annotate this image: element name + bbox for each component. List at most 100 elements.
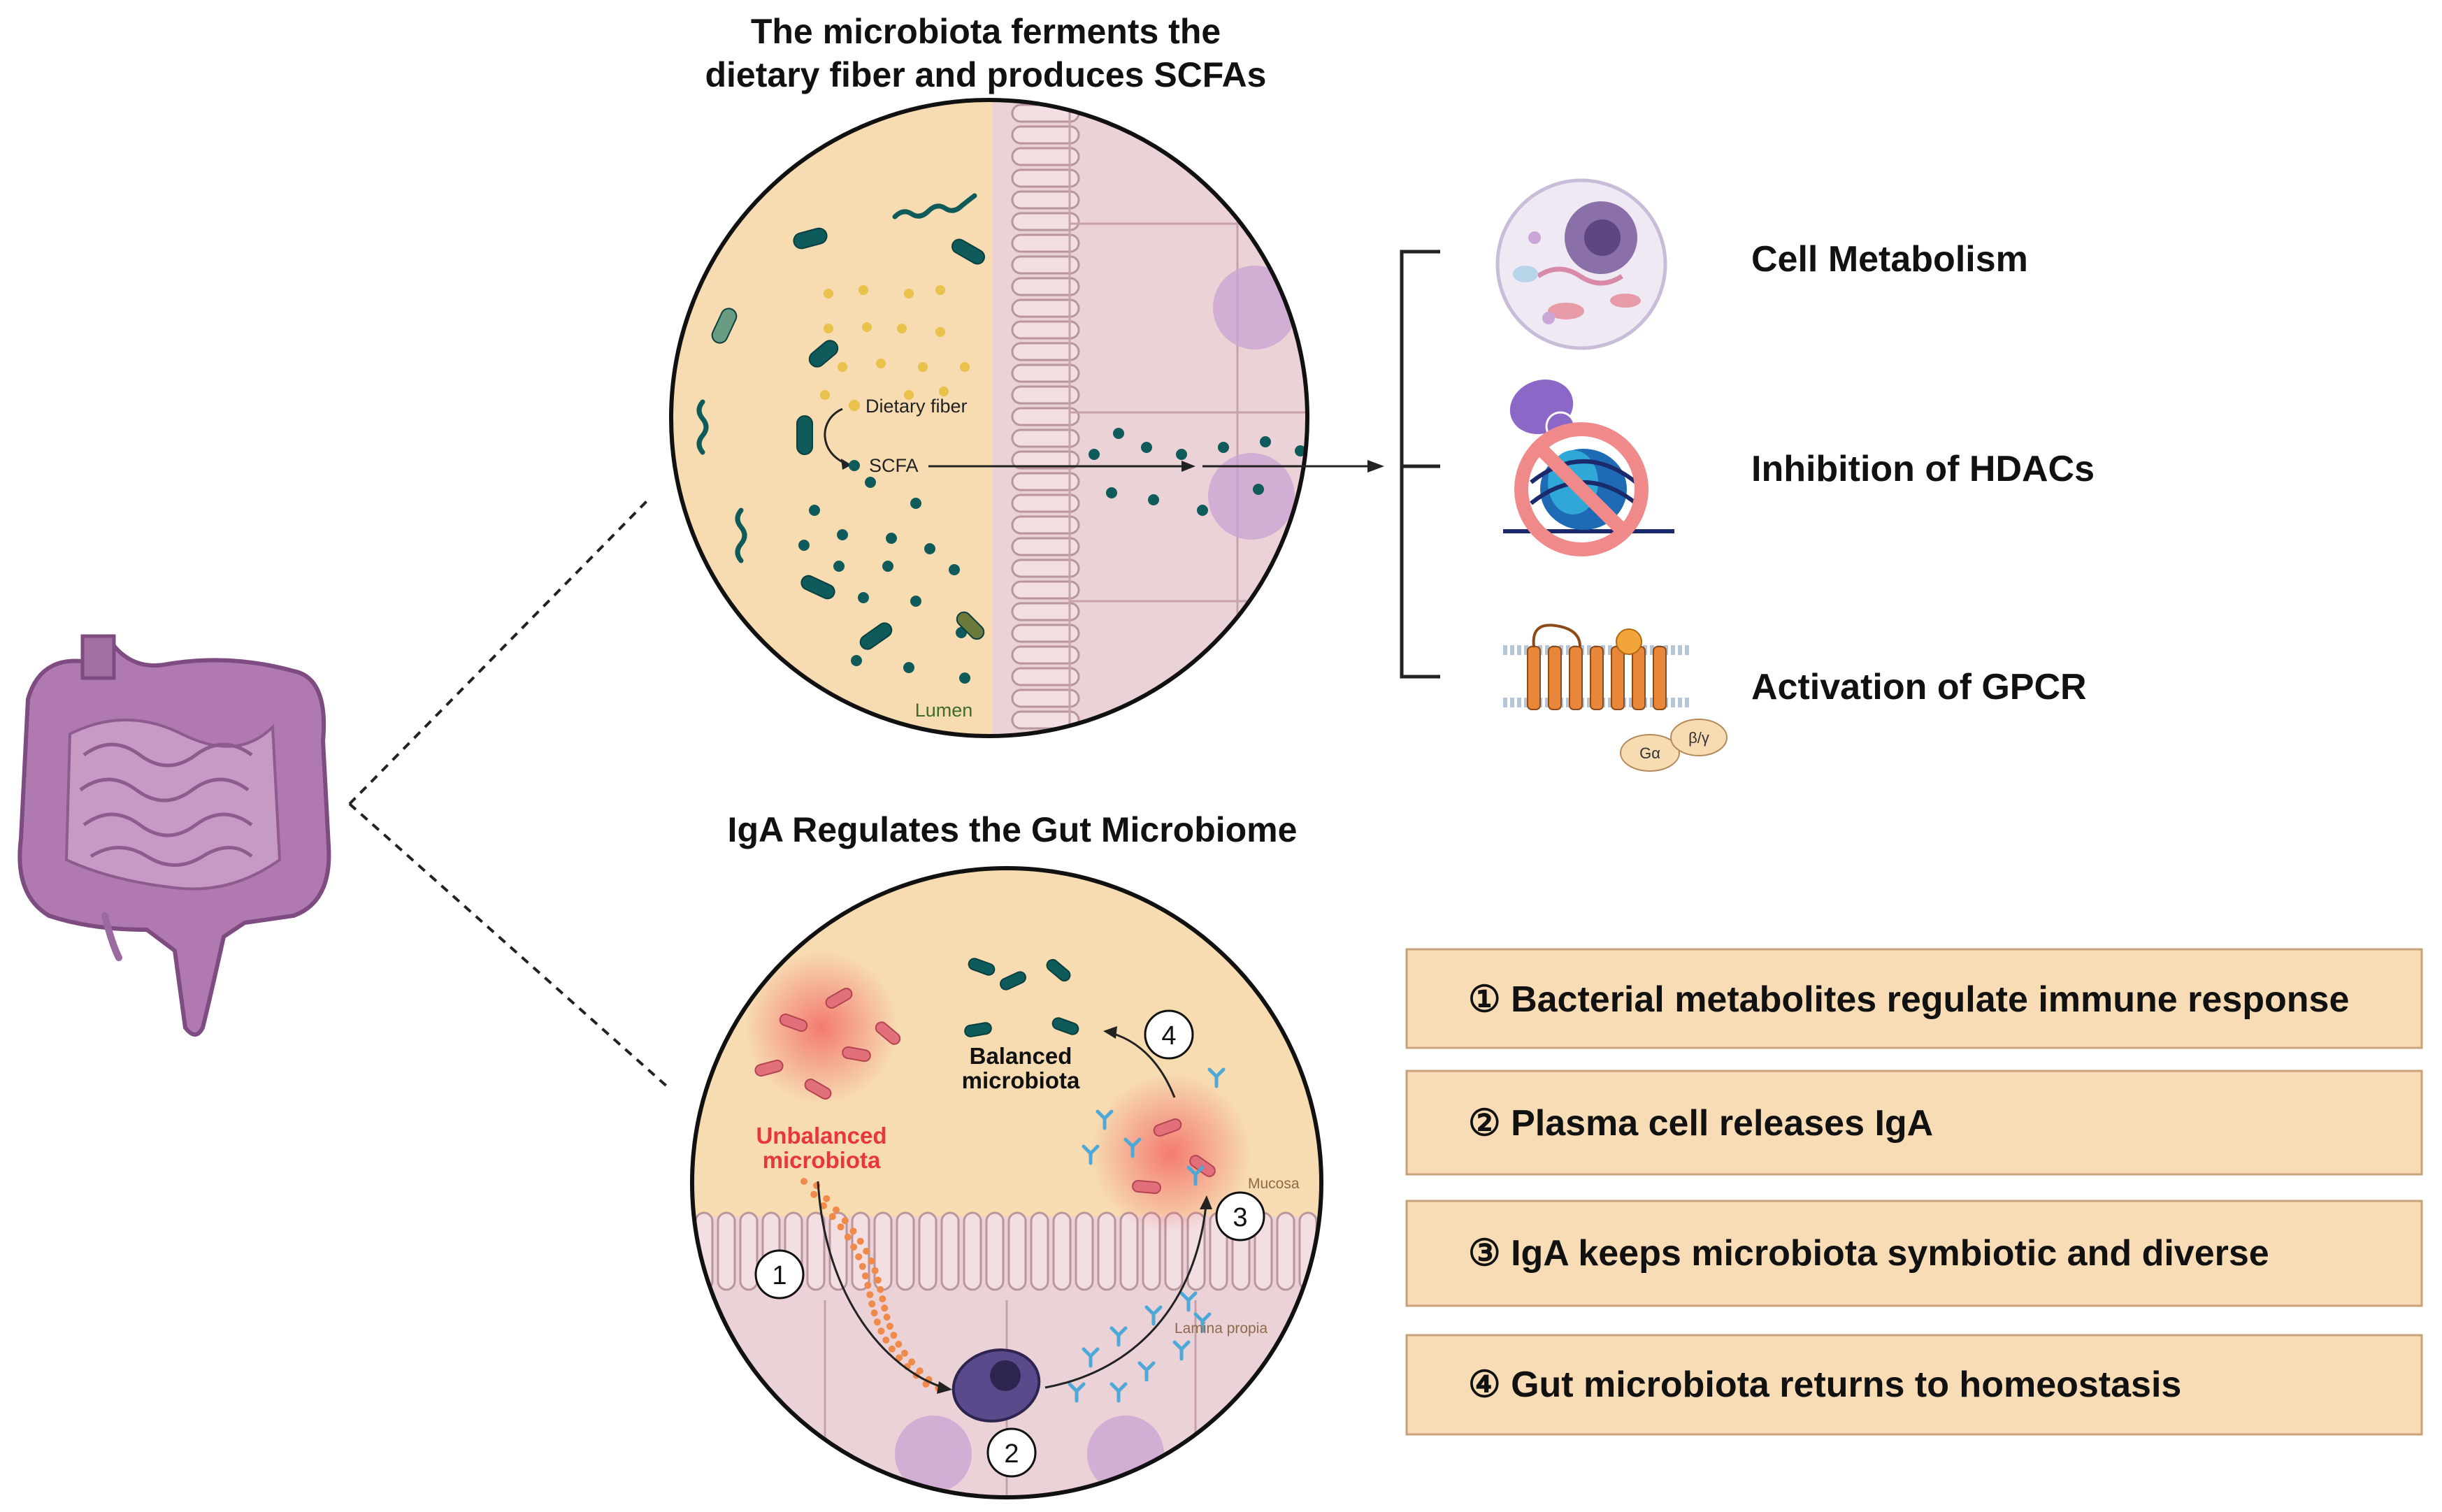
label-unbalanced-line1: Unbalanced — [756, 1123, 886, 1149]
iga-antibody — [1207, 1067, 1226, 1088]
signal-dot — [874, 1276, 882, 1284]
scfa-dot — [1176, 449, 1187, 460]
label-unbalanced-line2: microbiota — [763, 1147, 881, 1173]
scfa-dot — [1260, 436, 1271, 447]
scfa-dots — [798, 428, 1306, 684]
villus — [1276, 1211, 1295, 1291]
signal-dot — [810, 1190, 818, 1198]
scfa-dot — [809, 505, 820, 516]
step-marker-1: 1 — [754, 1249, 805, 1299]
lamina-nuclei — [895, 1416, 1164, 1492]
signal-dot — [896, 1354, 903, 1362]
microvillus — [1011, 125, 1080, 145]
svg-text:4: 4 — [1161, 1021, 1176, 1051]
microvillus — [1011, 450, 1080, 470]
villus — [1052, 1211, 1072, 1291]
microvillus — [1011, 320, 1080, 340]
scfa-dot — [882, 561, 893, 572]
microvillus — [1011, 472, 1080, 491]
mucosa-villi — [694, 1211, 1318, 1291]
microvilli-border — [1011, 103, 1080, 736]
fiber-dot — [824, 324, 833, 333]
label-mucosa: Mucosa — [1248, 1176, 1300, 1192]
unbalanced-bacteria — [754, 988, 1216, 1195]
signal-dot — [833, 1206, 840, 1214]
signal-dot — [850, 1243, 858, 1251]
balanced-bacteria — [964, 958, 1079, 1037]
signal-dot — [800, 1178, 807, 1185]
microvillus — [1011, 559, 1080, 578]
iga-regulation-circle: Balanced microbiota Unbalanced microbiot… — [690, 866, 1323, 1499]
microvillus — [1011, 645, 1080, 665]
microvillus — [1011, 407, 1080, 426]
scfa-dot — [1141, 442, 1152, 453]
dietary-fiber-dots — [820, 285, 970, 400]
villus — [896, 1211, 915, 1291]
scfa-dot — [1089, 449, 1100, 460]
signal-dot — [856, 1237, 864, 1245]
microvillus — [1011, 385, 1080, 405]
metabolite-signal-dots — [800, 1178, 942, 1392]
iga-antibody — [1179, 1291, 1198, 1312]
svg-text:1: 1 — [772, 1261, 787, 1290]
lumen-bacteria — [711, 227, 985, 650]
fiber-dot — [935, 285, 945, 295]
cell-icon — [1495, 178, 1667, 350]
intestine-icon — [17, 634, 331, 1037]
fiber-dot — [820, 390, 830, 400]
microvillus — [1011, 277, 1080, 296]
fiber-dot — [838, 362, 847, 372]
microvillus — [1011, 515, 1080, 535]
label-lumen: Lumen — [915, 700, 973, 721]
step-box-3: ③ IgA keeps microbiota symbiotic and div… — [1405, 1200, 2423, 1307]
villus — [985, 1211, 1005, 1291]
effect-label-gpcr-activation: Activation of GPCR — [1751, 667, 2087, 707]
villus — [806, 1211, 826, 1291]
microvillus — [1011, 147, 1080, 166]
iga-antibody — [1082, 1144, 1100, 1165]
step-marker-2: 2 — [986, 1427, 1037, 1478]
signal-dot — [820, 1202, 827, 1209]
signal-dot — [859, 1262, 866, 1270]
fermentation-arrow — [824, 408, 850, 466]
iga-antibody — [1137, 1361, 1156, 1382]
iga-antibody — [1193, 1312, 1212, 1333]
microvillus — [1011, 255, 1080, 275]
microvillus — [1011, 298, 1080, 318]
step4-arrow — [1111, 1032, 1176, 1098]
microvillus — [1011, 689, 1080, 708]
signal-dot — [868, 1257, 875, 1265]
fiber-dot — [862, 322, 872, 332]
microvillus — [1011, 363, 1080, 383]
signal-dot — [888, 1345, 896, 1353]
scfa-dot — [1148, 494, 1159, 505]
fiber-dot — [859, 285, 868, 295]
step-box-3-text: ③ IgA keeps microbiota symbiotic and div… — [1468, 1233, 2269, 1274]
step-box-2: ② Plasma cell releases IgA — [1405, 1070, 2423, 1176]
fiber-dot — [904, 390, 914, 400]
top-panel-title-line1: The microbiota ferments the — [751, 12, 1221, 51]
signal-dot — [890, 1332, 898, 1339]
label-lamina-propria: Lamina propia — [1175, 1320, 1267, 1337]
svg-text:3: 3 — [1233, 1203, 1247, 1232]
iga-antibody — [1096, 1109, 1114, 1130]
signal-dot — [879, 1295, 886, 1303]
signal-dot — [882, 1337, 890, 1344]
iga-antibody — [1123, 1137, 1142, 1158]
label-balanced-line1: Balanced — [970, 1043, 1072, 1069]
step-box-1: ① Bacterial metabolites regulate immune … — [1405, 948, 2423, 1049]
scfa-dot — [924, 543, 935, 554]
signal-dot — [895, 1341, 903, 1348]
gpcr-alpha-label: Gα — [1639, 744, 1660, 762]
label-scfa: SCFA — [869, 455, 919, 476]
microvillus — [1011, 190, 1080, 210]
step-box-1-text: ① Bacterial metabolites regulate immune … — [1468, 979, 2349, 1020]
microvillus — [1011, 342, 1080, 361]
microvillus — [1011, 212, 1080, 231]
signal-dot — [881, 1304, 889, 1312]
signal-dot — [844, 1233, 852, 1241]
signal-dot — [837, 1223, 845, 1231]
dashed-connector-top — [348, 496, 652, 805]
scfa-dot — [903, 662, 914, 673]
